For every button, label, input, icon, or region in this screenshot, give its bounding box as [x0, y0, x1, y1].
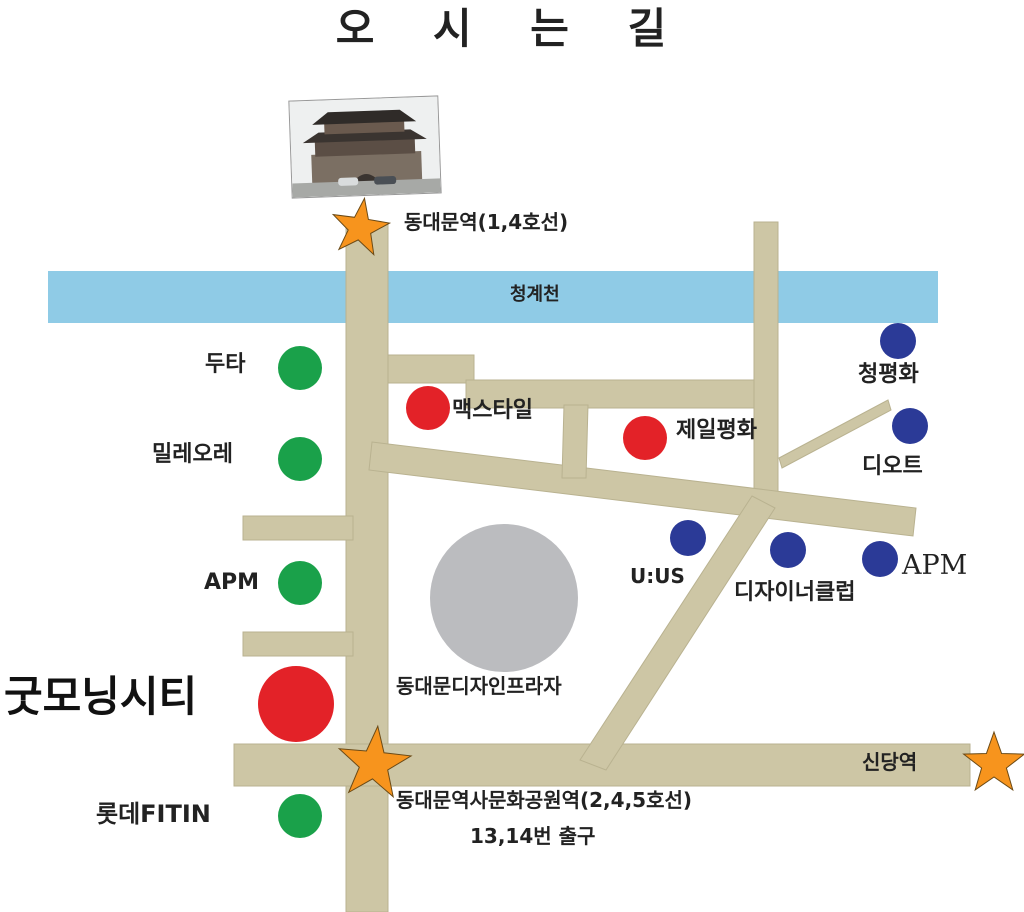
marker-doota — [278, 346, 322, 390]
label-sindang-station: 신당역 — [862, 750, 918, 774]
label-uus: U:US — [630, 564, 685, 588]
marker-uus — [670, 520, 706, 556]
label-cheonggyecheon: 청계천 — [510, 284, 560, 305]
marker-jeil-pyeonghwa — [623, 416, 667, 460]
marker-lotte-fitin — [278, 794, 322, 838]
main-vertical-road — [345, 223, 389, 912]
marker-diot — [892, 408, 928, 444]
marker-apm-right — [862, 541, 898, 577]
side-road-middle — [465, 379, 755, 409]
ddp-plaza — [430, 524, 578, 672]
label-designer-club: 디자이너클럽 — [734, 580, 856, 605]
label-jeil-pyeonghwa: 제일평화 — [676, 418, 757, 443]
label-ddp: 동대문디자인프라자 — [396, 674, 562, 698]
label-apm-right: APM — [902, 550, 968, 581]
page-title: 오 시 는 길 — [335, 4, 689, 53]
label-cheongpyeonghwa: 청평화 — [858, 362, 919, 387]
diagonal-southwest-road — [579, 495, 776, 771]
cheonggyecheon-stream — [48, 271, 938, 323]
dongdaemun-gate-photo-icon — [288, 95, 442, 199]
label-goodmorning-city: 굿모닝시티 — [4, 672, 198, 721]
label-ddp-exit: 13,14번 출구 — [470, 824, 596, 848]
label-migliore: 밀레오레 — [152, 442, 233, 467]
right-vertical-road — [753, 221, 779, 509]
label-mstyle: 맥스타일 — [452, 398, 533, 423]
marker-migliore — [278, 437, 322, 481]
marker-cheongpyeonghwa — [880, 323, 916, 359]
marker-mstyle — [406, 386, 450, 430]
diagonal-main-road — [368, 441, 917, 537]
marker-designer-club — [770, 532, 806, 568]
star-sindang-station — [962, 730, 1024, 792]
marker-goodmorning-city — [258, 666, 334, 742]
connector-road-east — [778, 399, 892, 469]
label-ddp-station: 동대문역사문화공원역(2,4,5호선) — [396, 788, 693, 812]
label-lotte-fitin: 롯데FITIN — [96, 800, 211, 828]
side-road-upper — [387, 354, 475, 384]
label-apm-left: APM — [204, 570, 260, 595]
star-dongdaemun-station — [331, 196, 392, 256]
label-diot: 디오트 — [862, 454, 923, 479]
left-stub-road-2 — [242, 631, 354, 657]
side-road-connector — [561, 404, 589, 479]
label-doota: 두타 — [205, 352, 246, 377]
star-ddp-station — [337, 724, 413, 799]
marker-apm-left — [278, 561, 322, 605]
left-stub-road-1 — [242, 515, 354, 541]
label-dongdaemun-station: 동대문역(1,4호선) — [404, 210, 569, 234]
